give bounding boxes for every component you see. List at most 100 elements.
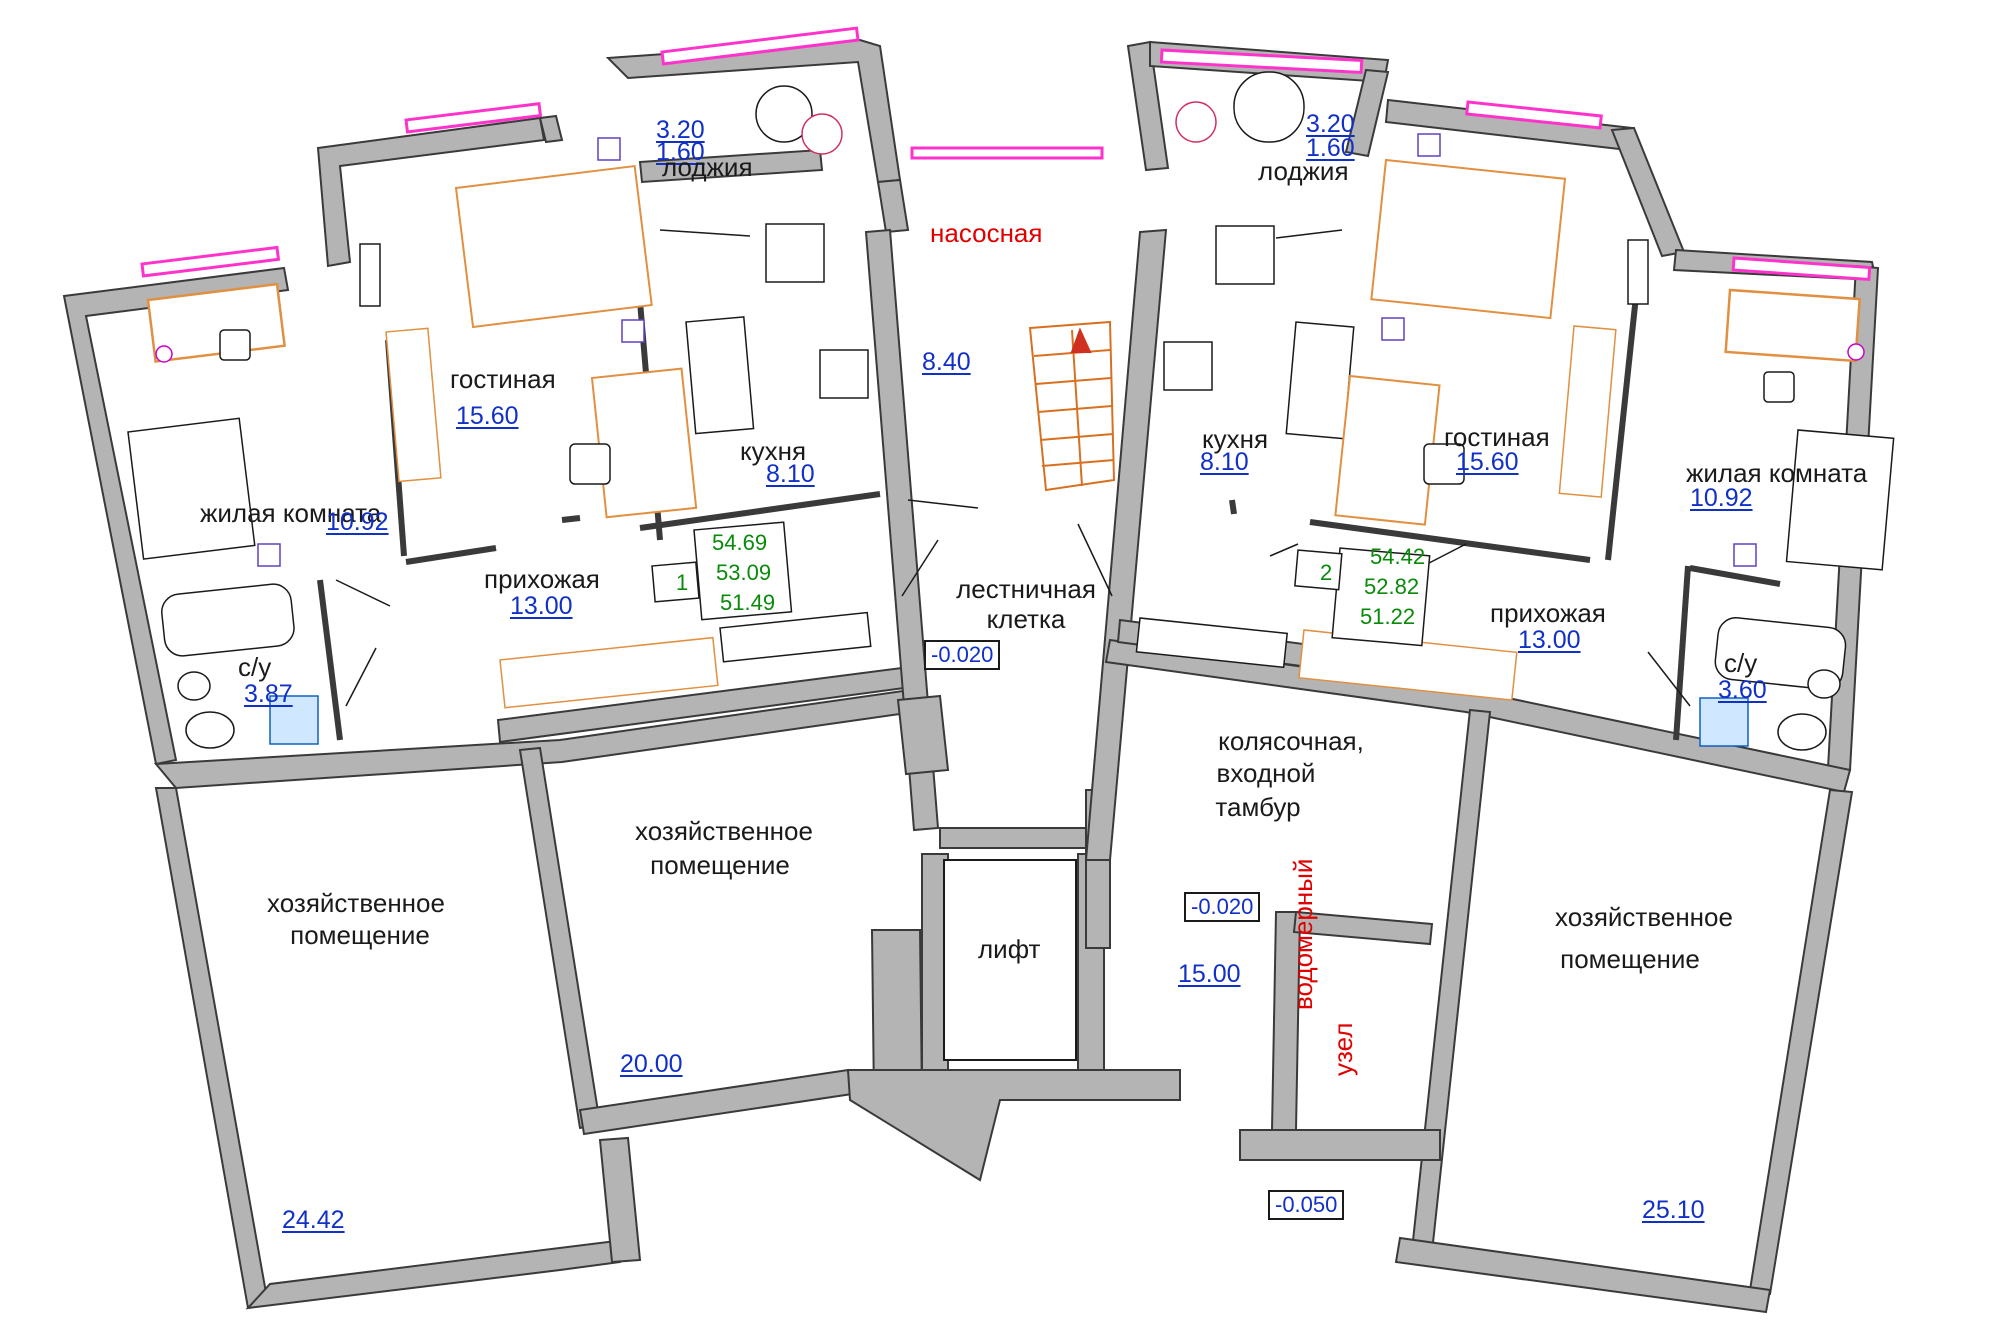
apt2-total: 54.42 <box>1370 544 1426 569</box>
pump-room-name: насосная <box>930 218 1043 248</box>
lift-name: лифт <box>978 934 1041 964</box>
chair <box>569 443 611 485</box>
wardrobe <box>1558 325 1617 498</box>
chair <box>219 329 251 361</box>
stair-step <box>1037 405 1113 413</box>
sofa-bed <box>1370 158 1567 320</box>
right-loggia-area-num: 3.20 <box>1306 110 1355 138</box>
stove <box>765 223 825 283</box>
right-bedroom-area: 10.92 <box>1690 484 1753 512</box>
door-line <box>907 499 979 509</box>
right-bath-name: с/у <box>1724 648 1758 678</box>
left-bedroom-area: 10.92 <box>326 508 389 536</box>
apt1-total: 54.69 <box>712 530 768 555</box>
bed <box>127 417 256 560</box>
nightstand <box>257 543 281 567</box>
bathtub <box>1714 617 1847 691</box>
window <box>1159 48 1364 75</box>
stair-step <box>1041 459 1115 467</box>
left-living-name: гостиная <box>450 364 556 394</box>
left-living-area: 15.60 <box>456 402 519 430</box>
desk <box>590 367 698 519</box>
door-line <box>1269 543 1299 557</box>
area-tables <box>651 521 1431 647</box>
wall-storage-left-side <box>154 787 270 1310</box>
lift-shaft <box>943 859 1077 1061</box>
partition <box>405 545 497 565</box>
toilet <box>185 711 235 749</box>
stair-step <box>1035 377 1112 385</box>
shoe-cabinet <box>1135 617 1289 669</box>
nightstand <box>1733 543 1757 567</box>
right-kitchen-name: кухня <box>1202 424 1269 454</box>
wall-right-loggia-left <box>1126 40 1170 172</box>
storage-left-inner-name-2: помещение <box>650 850 790 880</box>
wall-core-left <box>864 228 940 832</box>
windows <box>140 26 1872 282</box>
partition <box>1229 499 1237 515</box>
plant-icon <box>155 345 173 363</box>
stroller-name-3: тамбур <box>1215 792 1301 822</box>
wall-storage-inner-bottom <box>578 1068 854 1136</box>
wall-right-loggia-right <box>1344 68 1390 158</box>
staircase <box>1028 320 1116 492</box>
storage-left-outer-name-1: хозяйственное <box>267 888 445 918</box>
door-line <box>1275 229 1343 239</box>
shoe-cabinet <box>719 611 872 663</box>
right-bath-area: 3.60 <box>1718 676 1767 704</box>
storage-left-inner-name-1: хозяйственное <box>635 816 813 846</box>
partition <box>1689 565 1781 587</box>
wall-storage-bottom-pier <box>598 1136 642 1264</box>
washer <box>269 695 319 745</box>
right-hall-area: 13.00 <box>1518 626 1581 654</box>
toilet <box>1777 713 1827 751</box>
stroller-name-2: входной <box>1216 758 1316 788</box>
left-kitchen-area: 8.10 <box>766 460 815 488</box>
wall-left-living-corner <box>538 114 564 144</box>
dining-table <box>685 316 755 435</box>
apt1-living: 53.09 <box>716 560 772 585</box>
right-living-name: гостиная <box>1444 422 1550 452</box>
speaker <box>1417 133 1441 157</box>
sink <box>177 671 211 701</box>
round-table <box>1233 71 1305 143</box>
window <box>910 146 1104 160</box>
tv <box>359 243 381 307</box>
left-bath-name: с/у <box>238 652 272 682</box>
speaker <box>597 137 621 161</box>
wall-storage-right-divider <box>1410 708 1492 1254</box>
area-table-2 <box>1331 547 1431 647</box>
window <box>660 26 860 66</box>
stair-stringer <box>1071 329 1083 487</box>
desk <box>1724 288 1862 363</box>
left-loggia-area-den: 1.60 <box>656 138 705 166</box>
left-kitchen-name: кухня <box>740 436 807 466</box>
bed <box>1785 429 1895 571</box>
wall-water-meter-bottom <box>1239 1129 1441 1161</box>
pump-room-area: 8.40 <box>922 348 971 376</box>
right-kitchen-area: 8.10 <box>1200 448 1249 476</box>
furniture <box>127 71 1895 751</box>
arrow-up-icon <box>1070 327 1092 353</box>
kitchen-sink <box>819 349 869 399</box>
storage-right-name-1: хозяйственное <box>1555 902 1733 932</box>
speaker <box>621 319 645 343</box>
stair-step <box>1039 433 1114 441</box>
chair <box>1423 443 1465 485</box>
storage-left-outer-name-2: помещение <box>290 920 430 950</box>
door-line <box>659 229 751 237</box>
left-bath-area: 3.87 <box>244 680 293 708</box>
stroller-name-1: колясочная, <box>1218 726 1364 756</box>
chair <box>1763 371 1795 403</box>
right-loggia-name: лоджия <box>1258 156 1349 186</box>
apt2-net: 51.22 <box>1360 604 1416 629</box>
wall-left-loggia-bottom <box>638 148 824 184</box>
right-hall-name: прихожая <box>1490 598 1606 628</box>
wall-storage-right-bottom <box>1394 1236 1772 1314</box>
left-loggia-area-num: 3.20 <box>656 116 705 144</box>
partition <box>1605 295 1639 561</box>
apt2-number: 2 <box>1320 560 1333 585</box>
right-loggia-area-den: 1.60 <box>1306 134 1355 162</box>
wardrobe <box>385 327 442 483</box>
stroller-level: -0.020 <box>1184 892 1261 922</box>
